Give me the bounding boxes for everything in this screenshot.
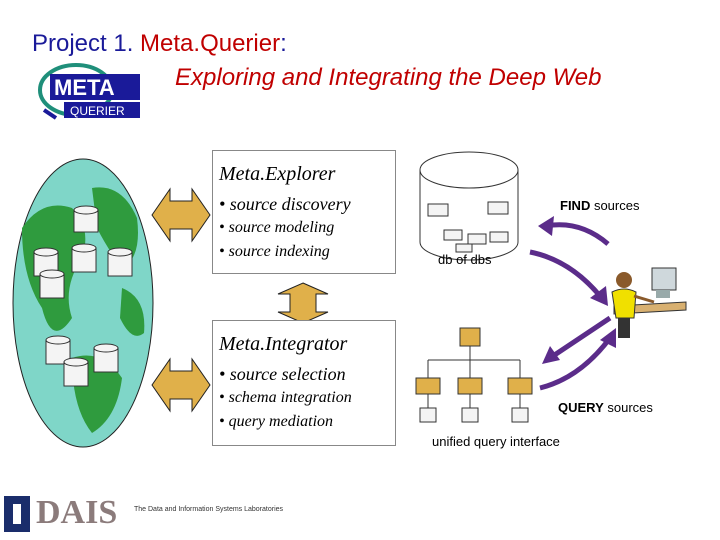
db-cylinder — [45, 335, 71, 365]
meta-explorer-heading: Meta.Explorer — [219, 163, 336, 185]
logo-bottom-text: QUERIER — [70, 104, 125, 118]
page-subtitle: Exploring and Integrating the Deep Web — [175, 64, 602, 91]
metaquerier-logo: META QUERIER — [38, 63, 140, 120]
db-cylinder — [39, 269, 65, 299]
unified-interface-tree — [415, 327, 533, 423]
query-sources-label: QUERY sources — [558, 400, 653, 415]
integrator-item: • source selection — [219, 364, 346, 384]
db-cylinder — [107, 247, 133, 277]
meta-explorer-box: Meta.Explorer • source discovery • sourc… — [212, 150, 396, 274]
unified-query-interface-label: unified query interface — [432, 434, 560, 449]
user-at-computer-icon — [611, 267, 687, 338]
find-curved-arrows — [529, 216, 610, 306]
title-colon: : — [280, 30, 287, 57]
integrator-double-arrow — [151, 357, 211, 413]
continent-4 — [120, 288, 145, 336]
explorer-item: • source indexing — [219, 243, 330, 260]
db-cylinder — [71, 243, 97, 273]
query-keyword: QUERY — [558, 400, 604, 415]
explorer-double-arrow — [151, 187, 211, 243]
title-prefix: Project 1. — [32, 30, 141, 57]
explorer-item: • source discovery — [219, 194, 351, 214]
integrator-item: • query mediation — [219, 413, 334, 430]
logo-top-text: META — [54, 75, 115, 100]
meta-integrator-box: Meta.Integrator • source selection • sch… — [212, 320, 396, 446]
illinois-logo — [4, 496, 30, 532]
db-cylinder — [93, 343, 119, 373]
find-keyword: FIND — [560, 198, 591, 213]
query-rest: sources — [603, 400, 653, 415]
dais-logo-text: DAIS — [36, 494, 118, 531]
db-of-dbs-label: db of dbs — [438, 252, 492, 267]
find-sources-label: FIND sources — [560, 198, 639, 213]
continent-2 — [92, 187, 138, 268]
page-title: Project 1. Meta.Querier: — [32, 30, 287, 58]
explorer-item: • source modeling — [219, 219, 335, 236]
lab-name: The Data and Information Systems Laborat… — [134, 506, 284, 513]
title-name: Meta.Querier — [140, 30, 281, 57]
query-curved-arrows — [539, 315, 616, 391]
vertical-double-arrow — [277, 282, 329, 324]
meta-integrator-heading: Meta.Integrator — [219, 333, 348, 355]
db-of-dbs-icon — [419, 151, 519, 261]
db-cylinder — [63, 357, 89, 387]
globe — [12, 158, 154, 448]
integrator-item: • schema integration — [219, 389, 352, 406]
db-cylinder — [73, 205, 99, 233]
find-rest: sources — [590, 198, 640, 213]
